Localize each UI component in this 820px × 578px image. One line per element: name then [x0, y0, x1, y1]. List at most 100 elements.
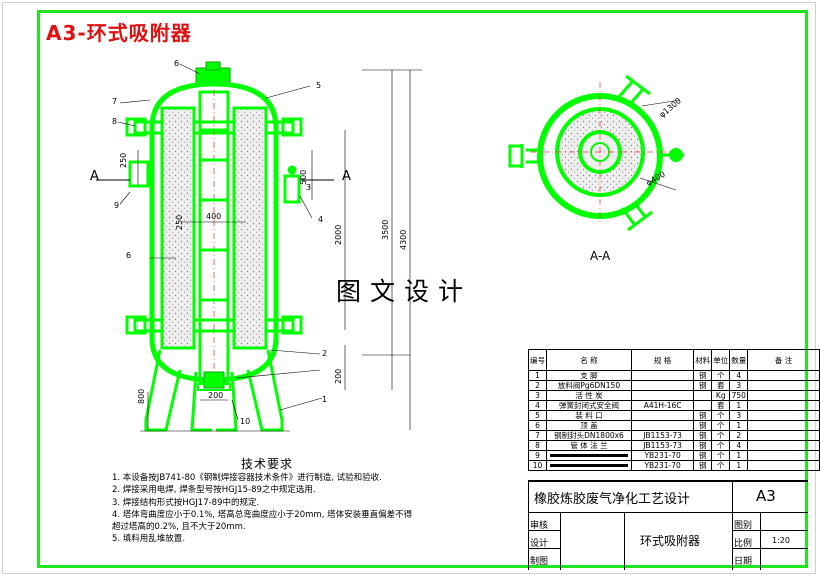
- drawing-title: A3-环式吸附器: [46, 21, 192, 45]
- note-line: 超过塔高的0.2%, 且不大于20mm.: [112, 522, 246, 533]
- packing-right: [232, 106, 268, 350]
- technical-notes: 技术要求 1. 本设备按JB741-80《钢制焊接容器技术条件》进行制造, 试验…: [112, 458, 442, 545]
- table-cell: 3: [729, 380, 749, 391]
- table-cell: [747, 420, 820, 431]
- dim-2000: 2000: [334, 225, 343, 245]
- table-cell: 套: [711, 400, 731, 411]
- callout-2: 2: [322, 349, 327, 358]
- table-cell: 5: [528, 410, 547, 421]
- table-cell: 支 脚: [546, 370, 632, 381]
- table-cell: 个: [711, 430, 731, 441]
- table-cell: [747, 400, 820, 411]
- dim-500: 500: [299, 170, 308, 185]
- table-cell: 1: [729, 400, 749, 411]
- project-name: 橡胶炼胶废气净化工艺设计: [534, 492, 691, 507]
- bottom-outlet: [203, 371, 225, 389]
- table-cell: 管 体 法 兰: [546, 440, 632, 451]
- table-cell: YB231-70: [630, 460, 695, 471]
- table-cell: 钢: [693, 410, 713, 421]
- table-cell: 1: [729, 420, 749, 431]
- table-cell: [693, 390, 713, 401]
- table-cell: 6: [528, 420, 547, 431]
- callout-10: 10: [240, 417, 250, 426]
- dim-400: 400: [206, 212, 221, 221]
- table-cell: [747, 450, 820, 461]
- note-line: 5. 填料用乱堆放置.: [112, 534, 186, 545]
- callout-4: 4: [318, 215, 323, 224]
- table-cell: 个: [711, 370, 731, 381]
- table-cell: 弹簧封闭式安全阀: [546, 400, 632, 411]
- table-cell: Kg: [711, 390, 731, 401]
- table-cell: 数量: [729, 349, 749, 371]
- table-cell: 9: [528, 450, 547, 461]
- table-cell: 备 注: [747, 349, 820, 371]
- section-a-a-view: φ1300 φ400: [508, 74, 684, 232]
- table-cell: 个: [711, 460, 731, 471]
- section-marker-left: A: [90, 169, 99, 184]
- table-cell: 750: [729, 390, 749, 401]
- table-cell: 顶 盖: [546, 420, 632, 431]
- dim-6: 6: [126, 251, 131, 260]
- dim-200: 200: [334, 369, 343, 384]
- callout-labels: 6 7 8 5 9 3 4 2 1 10 A A: [90, 59, 351, 426]
- table-cell: 4: [729, 370, 749, 381]
- label-draft: 制图: [530, 557, 549, 567]
- table-cell: 钢: [693, 430, 713, 441]
- table-cell: 1: [528, 370, 547, 381]
- table-cell: [747, 380, 820, 391]
- inlet-nozzle: [128, 160, 150, 188]
- note-line: 2. 焊接采用电焊, 焊条型号按HGJ15-89之中规定选用.: [112, 485, 316, 496]
- table-cell: 1: [729, 450, 749, 461]
- table-cell: 1: [729, 460, 749, 471]
- table-cell: 8: [528, 440, 547, 451]
- callout-8: 8: [112, 117, 117, 126]
- table-cell: 4: [528, 400, 547, 411]
- blacked-out-name: [550, 464, 628, 467]
- callout-5: 5: [316, 81, 321, 90]
- note-line: 3. 焊接结构形式按HGJ17-89中的规定.: [112, 497, 260, 508]
- dim-phi1300: φ1300: [658, 96, 683, 119]
- table-cell: [693, 400, 713, 411]
- table-cell: 2: [528, 380, 547, 391]
- table-cell: 钢: [693, 370, 713, 381]
- table-cell: 个: [711, 410, 731, 421]
- dim-3500: 3500: [381, 220, 390, 240]
- scale-value: 1:20: [772, 536, 790, 545]
- callout-1: 1: [322, 395, 327, 404]
- table-cell: 钢: [693, 420, 713, 431]
- label-category: 图别: [734, 521, 753, 531]
- section-marker-right: A: [342, 169, 351, 184]
- table-cell: 活 性 炭: [546, 390, 632, 401]
- table-cell: 4: [729, 440, 749, 451]
- table-cell: 钢: [693, 380, 713, 391]
- table-cell: 2: [729, 430, 749, 441]
- table-cell: 钢: [693, 440, 713, 451]
- note-line: 1. 本设备按JB741-80《钢制焊接容器技术条件》进行制造, 试验和验收.: [112, 473, 382, 484]
- table-cell: JB1153-73: [630, 440, 695, 451]
- label-date: 日期: [734, 557, 753, 567]
- drawing-frame: [37, 10, 808, 568]
- safety-valve: [283, 174, 301, 204]
- table-cell: 规 格: [630, 349, 695, 371]
- table-cell: 钢: [693, 450, 713, 461]
- table-cell: 个: [711, 420, 731, 431]
- support-legs: [144, 349, 284, 432]
- dim-4300: 4300: [399, 230, 408, 250]
- table-cell: [630, 370, 695, 381]
- table-cell: 单位: [711, 349, 731, 371]
- table-cell: 10: [528, 460, 547, 471]
- table-cell: [630, 380, 695, 391]
- table-cell: YB231-70: [630, 450, 695, 461]
- table-cell: 装 料 口: [546, 410, 632, 421]
- dim-250b: 250: [175, 215, 184, 230]
- table-cell: 3: [528, 390, 547, 401]
- callout-6: 6: [174, 59, 179, 68]
